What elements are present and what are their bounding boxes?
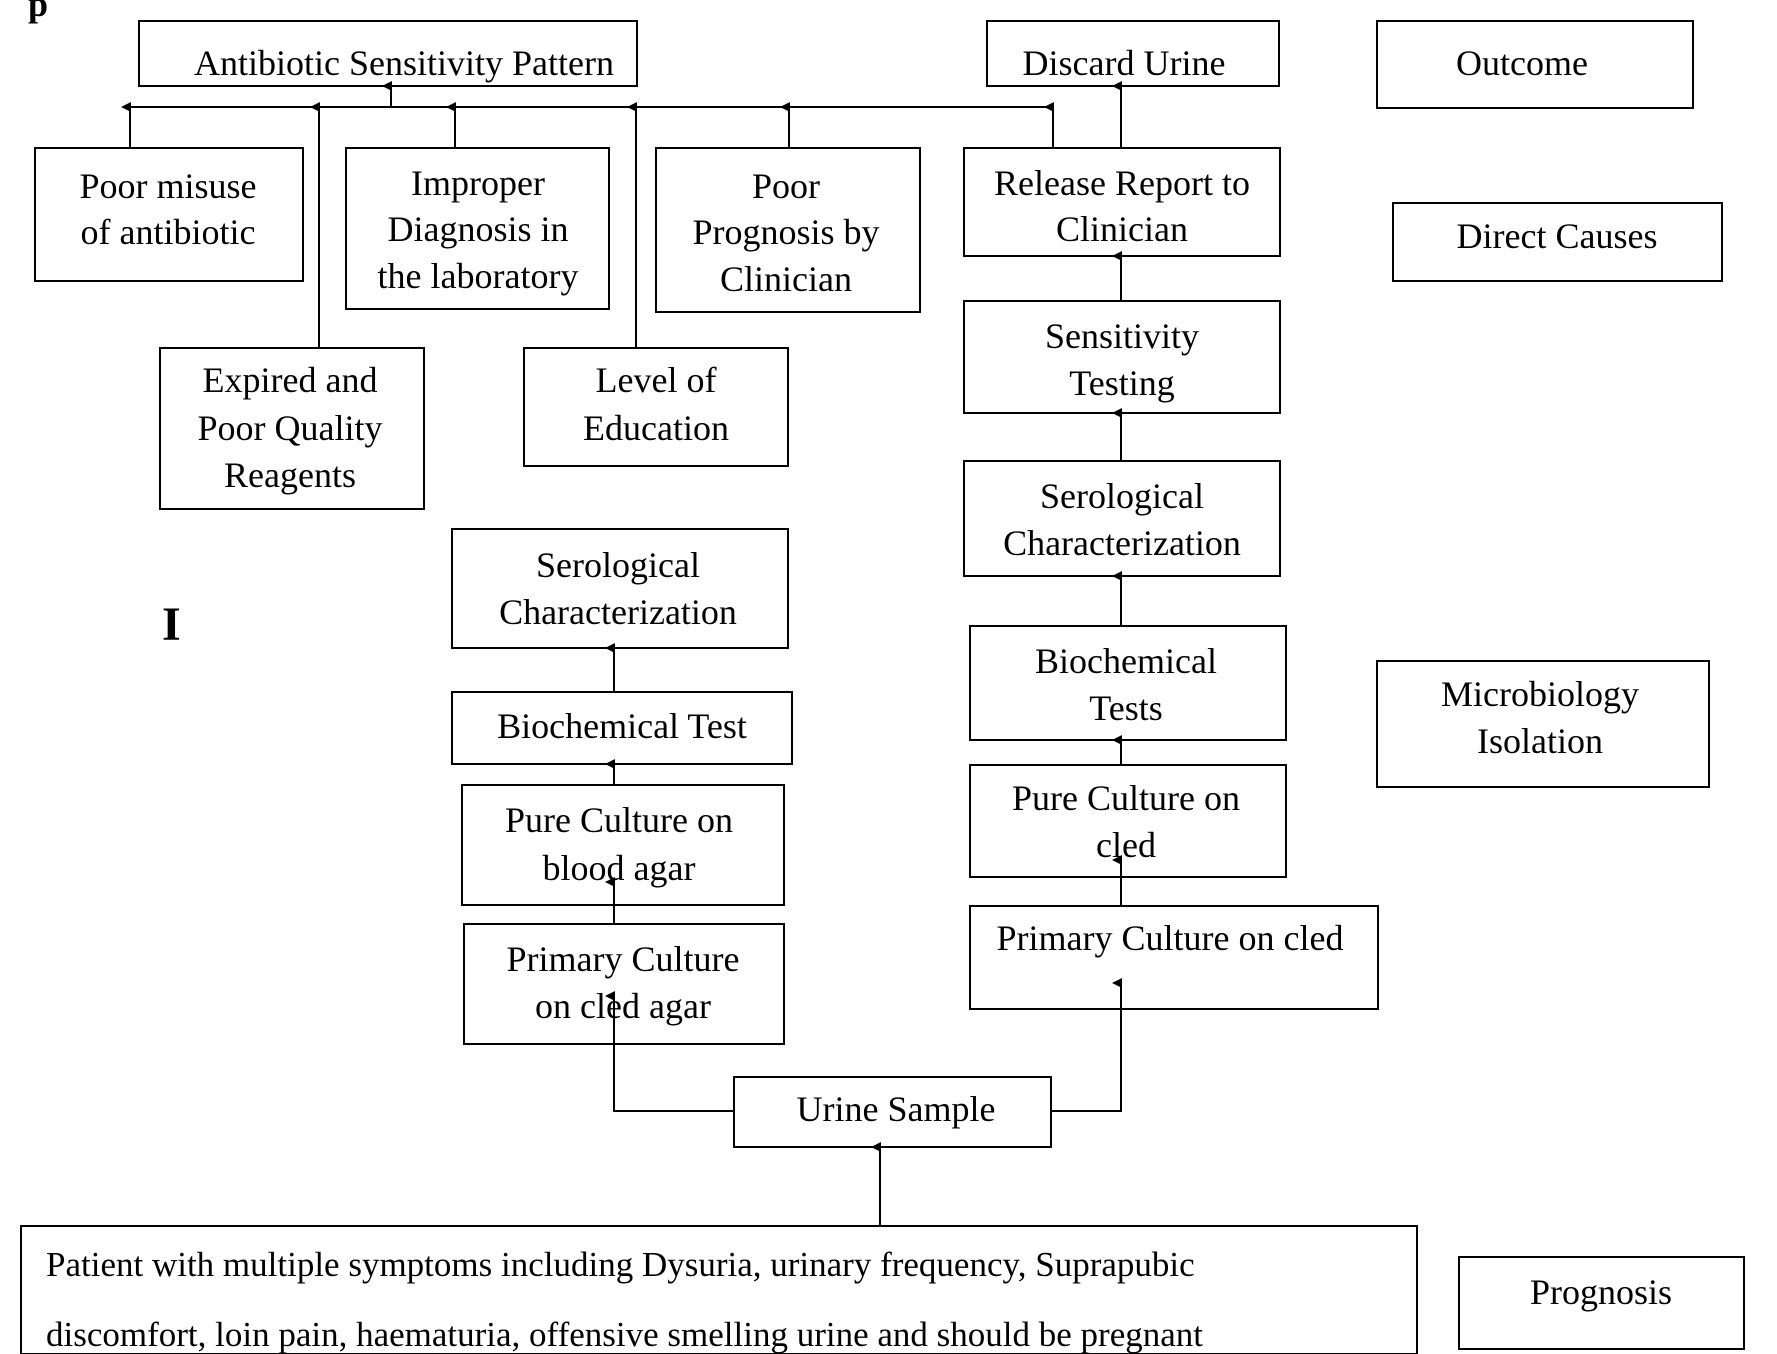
node-poor-misuse: Poor misuse of antibiotic — [34, 147, 304, 282]
node-direct-causes: Direct Causes — [1392, 202, 1723, 282]
svg-text:the laboratory: the laboratory — [378, 256, 579, 296]
svg-text:on cled agar: on cled agar — [535, 986, 711, 1026]
svg-text:Isolation: Isolation — [1477, 721, 1603, 761]
svg-text:Clinician: Clinician — [720, 259, 852, 299]
node-biochemical-test-left: Biochemical Test — [451, 691, 793, 765]
svg-text:Serological: Serological — [1040, 476, 1204, 516]
node-level-of-education: Level of Education — [523, 347, 789, 467]
node-biochemical-tests-right: Biochemical Tests — [969, 625, 1287, 741]
node-sensitivity-testing: Sensitivity Testing — [963, 300, 1281, 414]
svg-text:Direct Causes: Direct Causes — [1457, 216, 1658, 256]
node-antibiotic-sensitivity: Antibiotic Sensitivity Pattern — [138, 20, 638, 87]
svg-text:Biochemical: Biochemical — [1035, 641, 1217, 681]
node-prognosis: Prognosis — [1458, 1256, 1745, 1350]
svg-text:of antibiotic: of antibiotic — [81, 212, 256, 252]
svg-text:Pure Culture on: Pure Culture on — [505, 800, 733, 840]
svg-text:Poor: Poor — [752, 166, 820, 206]
node-primary-culture-cled-agar: Primary Culture on cled agar — [463, 923, 785, 1045]
svg-text:Biochemical Test: Biochemical Test — [497, 706, 747, 746]
node-patient: Patient with multiple symptoms including… — [20, 1225, 1418, 1354]
node-urine-sample: Urine Sample — [733, 1076, 1052, 1148]
svg-text:Prognosis: Prognosis — [1530, 1272, 1672, 1312]
svg-text:Tests: Tests — [1089, 688, 1162, 728]
svg-text:Urine Sample: Urine Sample — [797, 1089, 996, 1129]
svg-text:Diagnosis in: Diagnosis in — [387, 209, 568, 249]
svg-text:Discard Urine: Discard Urine — [1023, 43, 1226, 83]
svg-text:Expired and: Expired and — [203, 360, 378, 400]
node-serological-left: Serological Characterization — [451, 528, 789, 649]
svg-text:Characterization: Characterization — [499, 592, 737, 632]
node-poor-prognosis: Poor Prognosis by Clinician — [655, 147, 921, 313]
svg-text:Sensitivity: Sensitivity — [1045, 316, 1199, 356]
node-microbiology-isolation: Microbiology Isolation — [1376, 660, 1710, 788]
svg-text:Outcome: Outcome — [1456, 43, 1588, 83]
arrow-urine-to-left — [605, 991, 734, 1112]
node-discard-urine: Discard Urine — [986, 20, 1280, 87]
svg-text:Education: Education — [583, 408, 729, 448]
svg-text:Serological: Serological — [536, 545, 700, 585]
svg-text:Clinician: Clinician — [1056, 209, 1188, 249]
svg-text:discomfort, loin pain, haematu: discomfort, loin pain, haematuria, offen… — [46, 1315, 1203, 1354]
svg-text:Pure Culture on: Pure Culture on — [1012, 778, 1240, 818]
node-expired-reagents: Expired and Poor Quality Reagents — [159, 347, 425, 510]
node-outcome: Outcome — [1376, 20, 1694, 109]
svg-text:Testing: Testing — [1069, 363, 1174, 403]
cursor-mark: I — [162, 598, 181, 651]
node-serological-right: Serological Characterization — [963, 460, 1281, 577]
svg-text:Patient with multiple symptoms: Patient with multiple symptoms including… — [46, 1245, 1195, 1284]
node-improper-diagnosis: Improper Diagnosis in the laboratory — [345, 147, 610, 310]
node-primary-culture-cled: Primary Culture on cled — [969, 905, 1379, 1010]
node-release-report: Release Report to Clinician — [963, 147, 1281, 257]
svg-text:Primary Culture on cled: Primary Culture on cled — [997, 918, 1344, 958]
svg-text:Microbiology: Microbiology — [1441, 674, 1639, 714]
svg-text:Reagents: Reagents — [224, 455, 356, 495]
svg-text:Primary Culture: Primary Culture — [507, 939, 740, 979]
svg-text:Poor misuse: Poor misuse — [79, 166, 256, 206]
svg-text:cled: cled — [1096, 825, 1156, 865]
svg-text:Prognosis by: Prognosis by — [692, 212, 879, 252]
svg-text:Poor Quality: Poor Quality — [198, 408, 383, 448]
node-pure-culture-blood: Pure Culture on blood agar — [461, 784, 785, 906]
svg-text:Antibiotic Sensitivity Pattern: Antibiotic Sensitivity Pattern — [194, 43, 614, 83]
svg-text:Characterization: Characterization — [1003, 523, 1241, 563]
svg-text:blood agar: blood agar — [543, 848, 696, 888]
arrow-urine-to-right — [1051, 978, 1122, 1112]
svg-text:Release Report to: Release Report to — [994, 163, 1250, 203]
svg-text:Improper: Improper — [411, 163, 545, 203]
heading-fragment: p — [28, 0, 48, 24]
node-pure-culture-cled: Pure Culture on cled — [969, 764, 1287, 878]
svg-text:Level of: Level of — [596, 360, 717, 400]
